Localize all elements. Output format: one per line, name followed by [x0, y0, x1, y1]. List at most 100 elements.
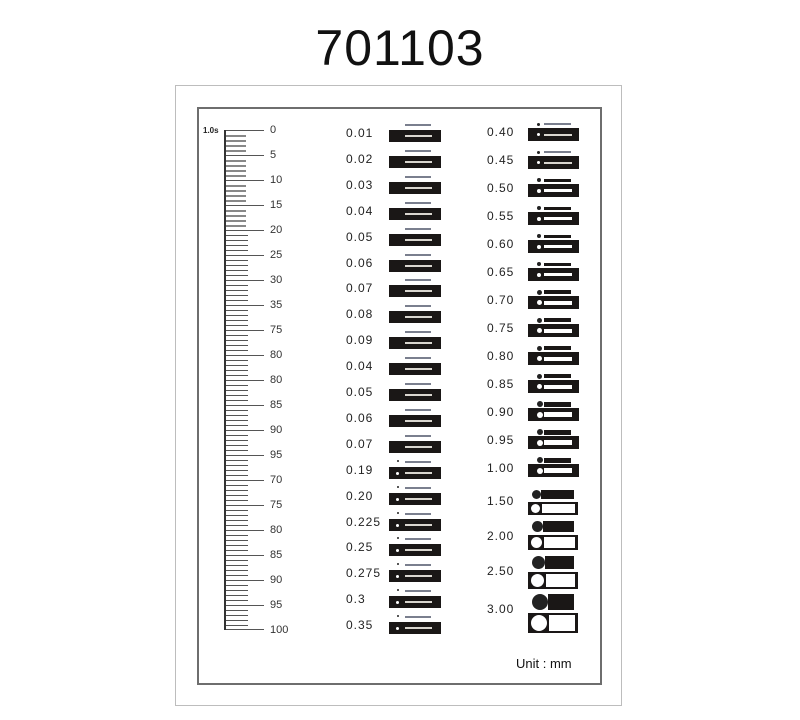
- gauge-top-dot: [537, 373, 542, 379]
- gauge-inner-line: [405, 575, 432, 578]
- gauge-inner-line: [544, 328, 572, 333]
- gauge-inner-line: [544, 217, 572, 220]
- gauge-top-line: [544, 262, 571, 266]
- gauge-inner-line: [405, 497, 432, 500]
- gauge-top-line: [405, 331, 431, 334]
- gauge-label: 0.25: [346, 540, 374, 555]
- gauge-inner-line: [405, 135, 432, 137]
- gauge-top-line: [405, 124, 431, 126]
- gauge-top-line: [544, 290, 571, 294]
- gauge-dot: [537, 133, 540, 136]
- gauge-inner-line: [405, 549, 432, 552]
- gauge-top-line: [544, 346, 571, 350]
- gauge-top-line: [405, 564, 431, 567]
- gauge-inner-line: [405, 212, 432, 215]
- gauge-top-line: [405, 227, 431, 230]
- gauge-top-line: [405, 305, 431, 308]
- gauge-inner-line: [405, 186, 432, 189]
- gauge-top-rect: [543, 521, 574, 532]
- gauge-dot: [396, 549, 399, 553]
- gauge-rect: [544, 537, 575, 548]
- gauge-dot: [537, 300, 542, 305]
- gauge-label: 0.65: [487, 265, 515, 279]
- ruler-minor-tick: [226, 490, 248, 491]
- ruler-label: 80: [270, 349, 283, 361]
- ruler-spine: [224, 130, 226, 630]
- gauge-inner-line: [544, 468, 572, 473]
- ruler-minor-tick: [226, 365, 248, 366]
- gauge-label: 1.50: [487, 494, 515, 508]
- ruler-minor-tick: [226, 410, 248, 411]
- gauge-top-line: [405, 253, 431, 256]
- ruler-minor-tick: [226, 220, 246, 222]
- gauge-top-dot: [537, 289, 542, 295]
- gauge-label: 0.04: [346, 203, 374, 218]
- gauge-dot: [537, 356, 542, 361]
- ruler-label: 85: [270, 399, 283, 411]
- ruler-major-tick: [226, 280, 264, 281]
- gauge-inner-line: [405, 471, 432, 474]
- gauge-top-dot: [537, 262, 541, 266]
- gauge-label: 0.08: [346, 307, 374, 322]
- ruler-minor-tick: [226, 610, 248, 611]
- ruler-minor-tick: [226, 470, 248, 471]
- gauge-dot: [537, 384, 542, 389]
- gauge-inner-line: [544, 133, 572, 136]
- page-title: 701103: [315, 20, 485, 76]
- ruler-minor-tick: [226, 495, 248, 496]
- ruler-minor-tick: [226, 520, 248, 521]
- gauge-inner-line: [405, 316, 432, 319]
- ruler-minor-tick: [226, 620, 248, 621]
- gauge-top-dot: [397, 589, 399, 592]
- gauge-dot: [537, 188, 541, 193]
- ruler-minor-tick: [226, 550, 248, 551]
- gauge-top-dot: [397, 563, 399, 566]
- gauge-label: 0.55: [487, 209, 515, 223]
- ruler-label: 95: [270, 449, 283, 461]
- gauge-inner-line: [544, 245, 572, 248]
- gauge-inner-line: [405, 523, 432, 526]
- gauge-dot: [396, 523, 399, 527]
- gauge-top-rect: [545, 556, 574, 569]
- gauge-circle: [531, 615, 547, 631]
- ruler-major-tick: [226, 405, 264, 406]
- gauge-label: 0.06: [346, 410, 374, 425]
- gauge-inner-line: [405, 342, 432, 345]
- gauge-inner-line: [405, 419, 432, 422]
- gauge-top-dot: [537, 206, 541, 210]
- gauge-top-line: [405, 357, 431, 360]
- unit-label: Unit : mm: [516, 656, 572, 671]
- gauge-dot: [396, 601, 399, 605]
- ruler-minor-tick: [226, 350, 248, 351]
- ruler-minor-tick: [226, 625, 248, 626]
- gauge-label: 0.80: [487, 349, 515, 363]
- ruler-minor-tick: [226, 245, 248, 246]
- gauge-label: 0.35: [346, 618, 374, 633]
- gauge-top-line: [405, 590, 431, 593]
- ruler-label: 5: [270, 149, 277, 161]
- ruler-minor-tick: [226, 315, 248, 316]
- gauge-circle: [531, 537, 542, 548]
- gauge-label: 3.00: [487, 602, 515, 616]
- ruler-major-tick: [226, 555, 264, 556]
- gauge-dot: [537, 216, 541, 221]
- gauge-label: 0.05: [346, 229, 374, 244]
- inner-frame: [197, 107, 602, 685]
- gauge-label: 0.40: [487, 125, 515, 139]
- gauge-inner-line: [544, 356, 572, 361]
- gauge-dot: [396, 627, 399, 631]
- gauge-label: 2.00: [487, 529, 515, 543]
- ruler-minor-tick: [226, 285, 248, 286]
- gauge-label: 0.04: [346, 359, 374, 374]
- gauge-inner-line: [405, 264, 432, 267]
- ruler-minor-tick: [226, 340, 248, 341]
- gauge-dot: [537, 161, 540, 164]
- ruler-major-tick: [226, 530, 264, 531]
- ruler-minor-tick: [226, 485, 248, 486]
- ruler-minor-tick: [226, 215, 246, 217]
- ruler-label: 80: [270, 374, 283, 386]
- gauge-top-line: [405, 408, 431, 411]
- gauge-inner-line: [405, 601, 432, 604]
- ruler-major-tick: [226, 305, 264, 306]
- ruler-label: 30: [270, 274, 283, 286]
